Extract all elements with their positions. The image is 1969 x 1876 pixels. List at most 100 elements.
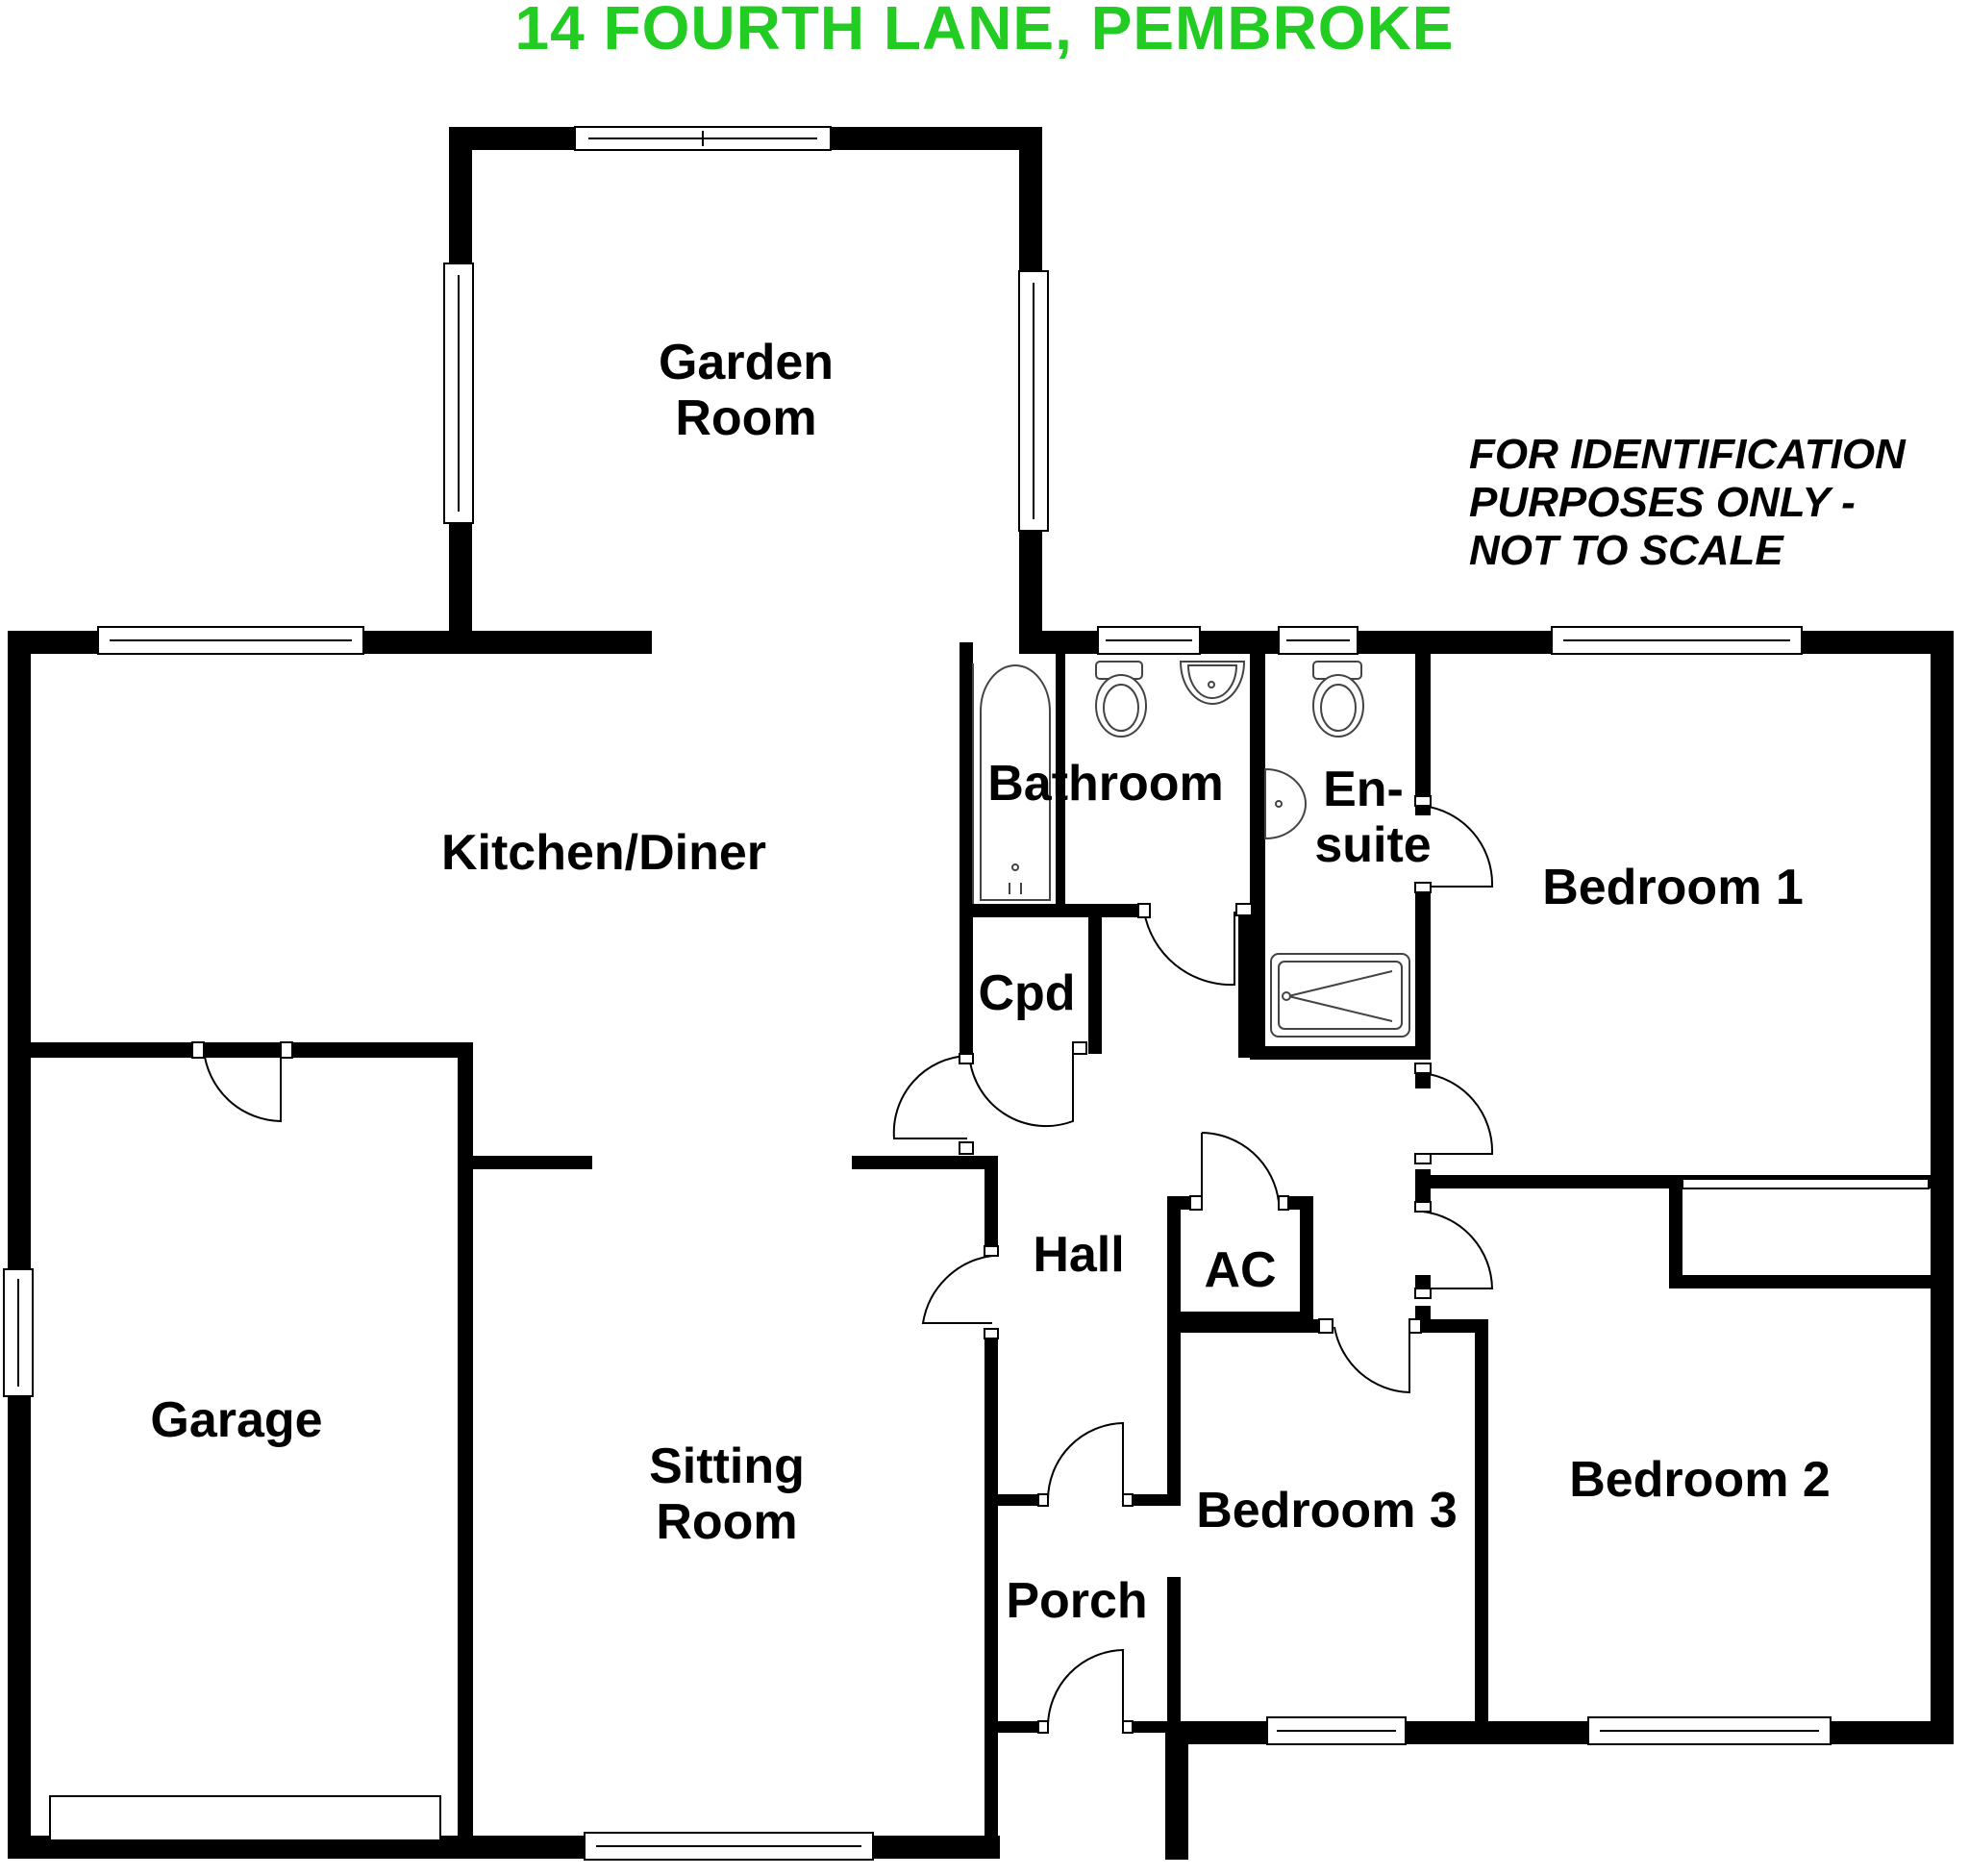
room-label-ensuite: En-suite	[1314, 762, 1431, 873]
shower-drain	[1282, 991, 1291, 1001]
wall	[960, 917, 973, 1054]
wall	[1167, 1196, 1181, 1325]
room-label-garage: Garage	[150, 1392, 322, 1448]
wall	[1415, 1188, 1431, 1202]
door-swing	[1047, 1421, 1124, 1501]
door-frame	[1414, 795, 1432, 807]
garage-door	[49, 1795, 441, 1841]
door-swing	[968, 1051, 1074, 1128]
wall	[1167, 1319, 1331, 1333]
door-frame	[1137, 903, 1151, 918]
door-swing	[1201, 1132, 1280, 1203]
wall	[1088, 917, 1102, 1054]
wall	[1415, 642, 1431, 815]
doors	[203, 805, 1494, 1728]
basin	[1264, 767, 1307, 840]
label-line: Sitting	[649, 1438, 805, 1494]
wall	[458, 1042, 473, 1859]
door-frame	[959, 1141, 974, 1155]
label-line: Room	[675, 390, 816, 446]
shower-tray-line	[1287, 970, 1393, 997]
door-frame	[1414, 1153, 1432, 1164]
door-frame	[984, 1328, 999, 1339]
bath-drain	[1011, 863, 1019, 871]
room-label-bathroom: Bathroom	[987, 756, 1224, 812]
door-swing	[921, 1255, 993, 1324]
wall	[1167, 1577, 1181, 1740]
shower-tray-line	[1287, 995, 1393, 1022]
room-label-hall: Hall	[1033, 1227, 1124, 1283]
wall	[8, 631, 31, 1859]
disclaimer-line: FOR IDENTIFICATION	[1469, 431, 1906, 478]
door-swing	[1333, 1326, 1410, 1394]
door-frame	[959, 1053, 974, 1064]
door-swing	[1422, 1072, 1494, 1155]
door-frame	[1037, 1720, 1049, 1734]
toilet-seat	[1103, 684, 1139, 732]
wall	[1056, 642, 1065, 912]
door-swing	[1422, 1211, 1494, 1289]
door-frame	[1408, 1318, 1422, 1334]
shower-tray-inner	[1278, 961, 1403, 1030]
label-line: En-	[1323, 762, 1404, 817]
door-frame	[1122, 1493, 1134, 1507]
door-frame	[1414, 1201, 1432, 1213]
room-label-bedroom-3: Bedroom 3	[1196, 1483, 1458, 1538]
label-line: Room	[656, 1494, 797, 1550]
room-label-kitchen-diner: Kitchen/Diner	[441, 825, 766, 881]
wall	[1669, 1275, 1931, 1288]
door-frame	[1235, 903, 1253, 916]
door-frame	[1414, 882, 1432, 893]
wall	[1931, 631, 1954, 1742]
door-frame	[1414, 1288, 1432, 1299]
door-frame	[984, 1245, 999, 1257]
door-frame	[1072, 1041, 1087, 1055]
basin-drain	[1275, 800, 1283, 808]
disclaimer-line: NOT TO SCALE	[1469, 527, 1783, 574]
wall	[1669, 1175, 1682, 1288]
label-line: suite	[1314, 817, 1431, 873]
room-label-cupboard: Cpd	[978, 965, 1075, 1021]
wall	[1415, 1071, 1431, 1088]
door-swing	[1047, 1648, 1124, 1728]
door-swing	[1422, 805, 1494, 888]
window	[1682, 1178, 1930, 1189]
wall	[473, 1156, 592, 1169]
wall	[1238, 904, 1252, 1058]
door-frames	[191, 795, 1432, 1734]
label-line: Garden	[659, 335, 834, 390]
bath	[980, 664, 1051, 901]
door-frame	[1122, 1720, 1134, 1734]
wall	[1415, 888, 1431, 1058]
wall	[1133, 1494, 1181, 1506]
wall	[1133, 1721, 1181, 1733]
wall	[1300, 1196, 1313, 1325]
door-frame	[280, 1041, 293, 1059]
toilet-seat	[1320, 684, 1357, 732]
door-frame	[1189, 1195, 1203, 1211]
wall	[998, 1494, 1048, 1506]
room-label-porch: Porch	[1006, 1573, 1147, 1629]
door-swing	[892, 1055, 968, 1139]
door-frame	[191, 1041, 205, 1059]
wall	[984, 1156, 998, 1256]
wall	[1179, 1721, 1188, 1733]
wall	[1475, 1319, 1488, 1731]
wall	[998, 1721, 1048, 1733]
wall	[1167, 1196, 1190, 1210]
door-frame	[1278, 1195, 1289, 1211]
fixtures	[972, 661, 1410, 1038]
door-frame	[1318, 1318, 1333, 1334]
wall	[852, 1156, 996, 1169]
basin-drain	[1208, 681, 1215, 688]
door-frame	[1414, 1063, 1432, 1074]
disclaimer-note: FOR IDENTIFICATION PURPOSES ONLY - NOT T…	[1469, 431, 1906, 575]
door-frame	[1037, 1493, 1049, 1507]
door-swing	[1143, 911, 1235, 987]
wall	[984, 1338, 998, 1859]
wall	[1165, 1721, 1188, 1860]
